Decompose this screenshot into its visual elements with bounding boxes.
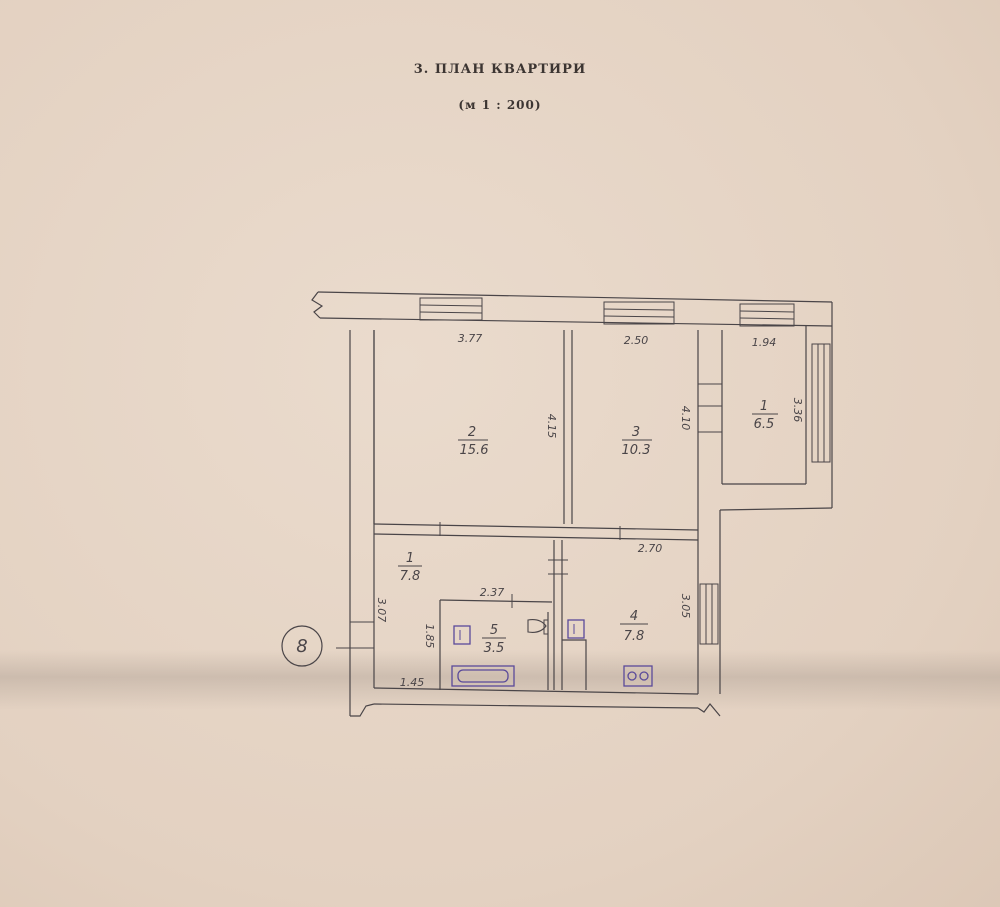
marker-circle — [281, 625, 323, 667]
page-title: 3. ПЛАН КВАРТИРИ — [413, 62, 587, 77]
building-number-marker: 8 — [281, 625, 323, 667]
room-1-area: 6.5 — [754, 417, 775, 432]
room-2-area: 15.6 — [460, 443, 489, 458]
bathtub-icon — [451, 665, 515, 687]
room-2-number: 2 — [468, 425, 476, 440]
marker-label: 8 — [296, 636, 307, 657]
dim-bath-length: 1.85 — [423, 624, 436, 649]
bath-number: 5 — [490, 623, 498, 638]
dim-room1-width: 1.94 — [752, 336, 777, 349]
dim-room3-width: 2.50 — [624, 334, 649, 347]
dim-kitchen-length: 3.05 — [679, 594, 692, 619]
dim-room2-length: 4.15 — [545, 414, 558, 439]
kitchen-area: 7.8 — [624, 629, 645, 644]
windows — [419, 297, 831, 645]
dim-kitchen-width: 2.70 — [638, 542, 663, 555]
walls — [311, 291, 833, 717]
dim-bath-width: 2.37 — [480, 586, 505, 599]
dim-hall-width: 1.45 — [400, 676, 425, 689]
room-3-area: 10.3 — [622, 443, 651, 458]
sink-icon — [453, 625, 471, 645]
scale-label: (м 1 : 200) — [458, 98, 542, 112]
dim-room3-length: 4.10 — [679, 406, 692, 431]
dimension-labels: 3.77 2.50 1.94 4.15 4.10 3.36 3.07 1.45 … — [375, 332, 804, 689]
room-labels: 2 15.6 3 10.3 1 6.5 1 7.8 5 3.5 4 7.8 — [398, 399, 778, 656]
kitchen-sink-icon — [567, 619, 585, 639]
hall-number: 1 — [406, 551, 414, 566]
toilet-icon — [527, 619, 549, 635]
kitchen-number: 4 — [630, 609, 638, 624]
door-marks — [336, 383, 722, 649]
dim-room2-width: 3.77 — [458, 332, 483, 345]
paper-fold-shadow — [0, 650, 1000, 710]
room-1-number: 1 — [760, 399, 768, 414]
bath-area: 3.5 — [484, 641, 505, 656]
dim-hall-length: 3.07 — [375, 598, 388, 623]
dim-room1-length: 3.36 — [791, 398, 804, 423]
room-3-number: 3 — [632, 425, 640, 440]
hall-area: 7.8 — [400, 569, 421, 584]
stove-icon — [623, 665, 653, 687]
